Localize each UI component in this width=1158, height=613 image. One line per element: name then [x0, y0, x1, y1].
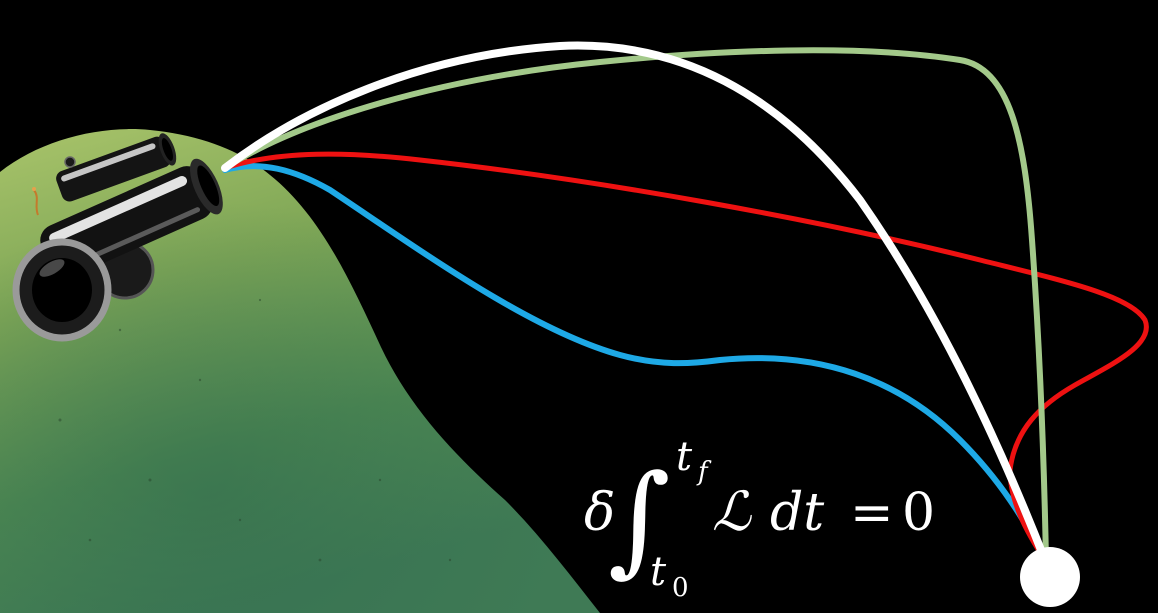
- equation-lagrangian: ℒ: [712, 480, 752, 543]
- equation-rhs: 0: [902, 483, 935, 543]
- trajectories: [221, 41, 1149, 564]
- equation-lower-limit: t: [650, 549, 667, 595]
- blue-path: [222, 163, 1048, 563]
- equation-equals: =: [850, 483, 894, 543]
- hill: [0, 129, 600, 613]
- equation-differential: dt: [770, 483, 824, 543]
- equation-lower-limit-sub: 0: [672, 573, 689, 603]
- green-path: [222, 47, 1049, 563]
- target-point: [1020, 547, 1080, 607]
- action-equation: δ ∫ t f t 0 ℒ dt = 0: [584, 434, 935, 603]
- white-path: [221, 41, 1049, 564]
- cannon-icon: [12, 133, 223, 342]
- red-path: [222, 151, 1149, 563]
- equation-integral: ∫: [608, 450, 671, 589]
- equation-upper-limit: t: [676, 434, 693, 480]
- equation-delta: δ: [584, 483, 615, 543]
